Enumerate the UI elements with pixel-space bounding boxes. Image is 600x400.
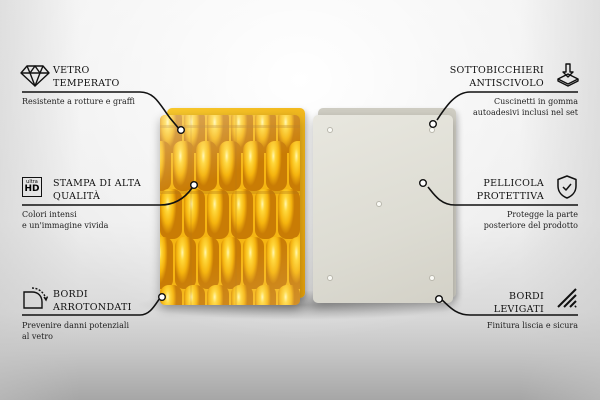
feature-rounded-edges: BORDI ARROTONDATI xyxy=(53,288,132,314)
corn-kernel xyxy=(197,237,219,289)
feature-tempered-glass: VETRO TEMPERATO xyxy=(53,64,120,90)
feature-description: autoadesivi inclusi nel set xyxy=(472,108,578,117)
feature-smooth-edges-desc: Finitura liscia e sicura xyxy=(487,320,578,331)
glass-shine xyxy=(160,115,300,305)
feature-protective-film: PELLICOLA PROTETTIVA xyxy=(477,177,544,203)
corn-kernel xyxy=(243,237,265,289)
anti-slip-pad xyxy=(376,201,382,207)
feature-anti-slip-desc: Cuscinetti in gomma autoadesivi inclusi … xyxy=(473,96,578,118)
ultra-hd-icon-label: ultra xyxy=(26,179,38,185)
feature-description: Prevenire danni potenziali xyxy=(22,321,130,330)
corn-kernel xyxy=(254,285,277,305)
corn-kernel xyxy=(173,141,195,191)
feature-title: STAMPA DI ALTA xyxy=(53,178,141,189)
corn-kernel xyxy=(288,141,300,191)
feature-description: Colori intensi xyxy=(22,210,77,219)
corn-kernel xyxy=(231,285,253,305)
anti-slip-pad xyxy=(429,275,435,281)
feature-description: posteriore del prodotto xyxy=(483,221,578,230)
ultra-hd-icon: ultra HD xyxy=(22,177,42,197)
coaster-back-side xyxy=(313,115,453,303)
corn-kernel xyxy=(231,189,253,239)
feature-hd-print-desc: Colori intensi e un'immagine vivida xyxy=(22,209,108,231)
corn-kernel xyxy=(266,237,288,289)
anti-slip-pad-icon xyxy=(555,62,581,92)
corn-kernel xyxy=(160,141,172,191)
ultra-hd-icon-label: HD xyxy=(24,184,40,194)
feature-title: BORDI xyxy=(53,289,88,300)
feature-title: QUALITÀ xyxy=(53,191,101,202)
corn-kernel xyxy=(219,141,241,191)
glass-reflection-line xyxy=(190,115,192,305)
feature-protective-film-desc: Protegge la parte posteriore del prodott… xyxy=(484,209,578,231)
glass-reflection-line xyxy=(235,115,237,305)
glass-reflection-line xyxy=(160,125,300,128)
feature-tempered-glass-desc: Resistente a rotture e graffi xyxy=(22,96,135,107)
feature-title: BORDI xyxy=(509,291,544,302)
corn-kernel xyxy=(265,141,287,191)
glass-reflection-line xyxy=(160,191,300,194)
feature-description: Finitura liscia e sicura xyxy=(486,321,578,330)
feature-description: Cuscinetti in gomma xyxy=(494,97,578,106)
corn-kernel xyxy=(183,285,206,305)
rounded-corner-icon xyxy=(22,286,49,314)
feature-description: Protegge la parte xyxy=(506,210,578,219)
corn-kernel xyxy=(160,237,173,289)
corn-kernel xyxy=(278,285,300,305)
anti-slip-pad xyxy=(327,127,333,133)
feature-title: SOTTOBICCHIERI xyxy=(449,65,544,76)
feature-title: PELLICOLA xyxy=(483,178,544,189)
corn-kernel xyxy=(207,189,230,239)
corn-kernel xyxy=(289,237,300,289)
feature-description: Resistente a rotture e graffi xyxy=(22,97,135,106)
corn-kernel xyxy=(254,189,277,239)
corn-kernel xyxy=(220,237,242,289)
corn-kernel xyxy=(196,141,218,191)
feature-title: TEMPERATO xyxy=(53,78,120,89)
feature-title: ARROTONDATI xyxy=(53,302,132,313)
anti-slip-pad xyxy=(429,127,435,133)
feature-description: e un'immagine vivida xyxy=(22,221,109,230)
feature-title: ANTISCIVOLO xyxy=(469,78,544,89)
feature-title: VETRO xyxy=(53,65,90,76)
glass-coaster-front xyxy=(160,115,300,305)
feature-smooth-edges: BORDI LEVIGATI xyxy=(494,290,544,316)
feature-anti-slip: SOTTOBICCHIERI ANTISCIVOLO xyxy=(450,64,544,90)
corn-kernel xyxy=(278,189,300,239)
diamond-icon xyxy=(20,64,50,92)
feature-title: LEVIGATI xyxy=(493,304,544,315)
feature-description: al vetro xyxy=(22,332,53,341)
feature-hd-print: STAMPA DI ALTA QUALITÀ xyxy=(53,177,141,203)
smooth-edge-lines-icon xyxy=(556,287,578,313)
feature-rounded-edges-desc: Prevenire danni potenziali al vetro xyxy=(22,320,129,342)
corn-kernel xyxy=(207,285,230,305)
anti-slip-pad xyxy=(327,275,333,281)
corn-kernel xyxy=(242,141,264,191)
feature-title: PROTETTIVA xyxy=(476,191,544,202)
shield-check-icon xyxy=(556,174,578,204)
corn-kernel xyxy=(174,237,196,289)
